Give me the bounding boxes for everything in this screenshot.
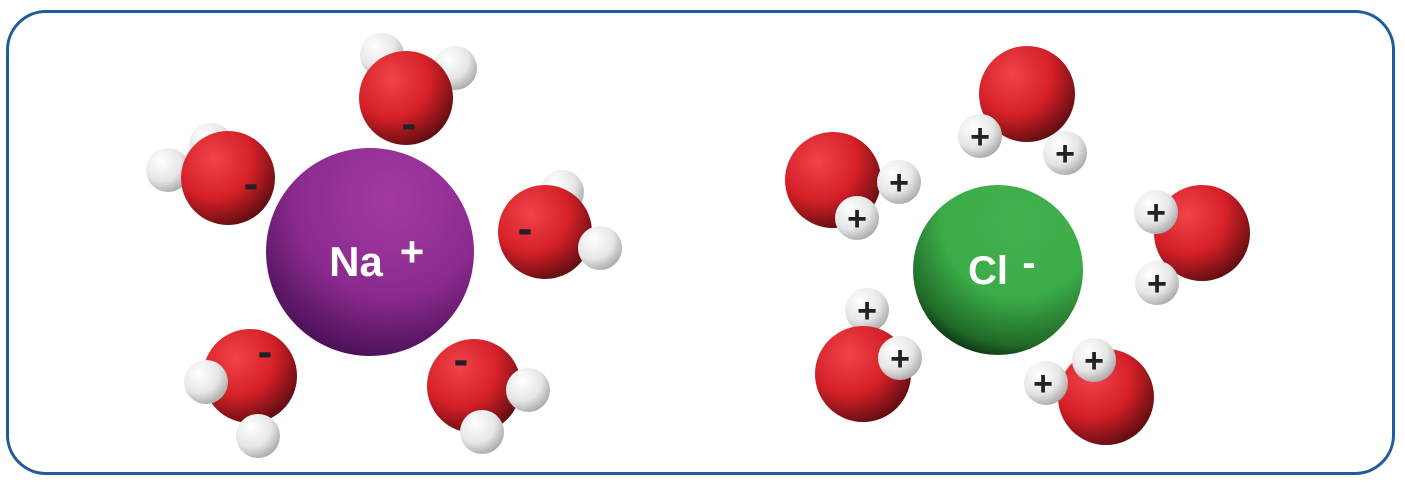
sodium-ion: Na +: [266, 148, 474, 356]
sodium-charge: +: [400, 228, 425, 275]
oxygen-charge: -: [258, 327, 273, 376]
hydrogen-charge: +: [890, 340, 910, 378]
hydrogen-charge: +: [1146, 194, 1166, 232]
hydrogen-charge: +: [847, 200, 867, 238]
water-molecule: -: [427, 335, 550, 454]
oxygen-charge: -: [244, 159, 259, 208]
water-molecule: + +: [815, 288, 922, 422]
oxygen-atom: [181, 131, 275, 225]
hydrogen-charge: +: [1055, 135, 1075, 173]
hydrogen-atom: [845, 288, 889, 332]
oxygen-charge: -: [518, 204, 533, 253]
hydrogen-atom: [1134, 190, 1178, 234]
water-molecule: + +: [1024, 338, 1154, 445]
hydrogen-charge: +: [857, 292, 877, 330]
water-molecule: + +: [1134, 185, 1250, 305]
hydrogen-charge: +: [1033, 365, 1053, 403]
hydrogen-charge: +: [889, 164, 909, 202]
hydrogen-atom: [460, 410, 504, 454]
hydrogen-charge: +: [970, 118, 990, 156]
chloride-charge: -: [1022, 241, 1035, 285]
hydrogen-atom: [146, 148, 190, 192]
water-molecule: -: [498, 170, 622, 279]
chloride-shell: + + + + + + + +: [785, 46, 1250, 445]
oxygen-charge: -: [402, 99, 417, 148]
hydrogen-atom: [506, 368, 550, 412]
hydrogen-atom: [958, 114, 1002, 158]
oxygen-atom: [203, 329, 297, 423]
water-molecule: -: [146, 123, 275, 225]
hydrogen-atom: [1072, 338, 1116, 382]
chloride-sphere: [913, 185, 1083, 355]
oxygen-atom: [979, 46, 1075, 142]
chloride-symbol: Cl: [968, 249, 1008, 293]
hydrogen-atom: [877, 160, 921, 204]
hydrogen-atom: [236, 414, 280, 458]
oxygen-atom: [498, 185, 592, 279]
hydrogen-atom: [578, 226, 622, 270]
hydrogen-atom: [1043, 131, 1087, 175]
sodium-sphere: [266, 148, 474, 356]
oxygen-charge: -: [454, 335, 469, 384]
water-molecule: -: [184, 327, 297, 458]
oxygen-atom: [1154, 185, 1250, 281]
sodium-shell: - - - - -: [146, 33, 622, 458]
oxygen-atom: [427, 339, 521, 433]
hydrogen-atom: [184, 360, 228, 404]
chloride-ion: Cl -: [913, 185, 1083, 355]
water-molecule: + +: [958, 46, 1087, 175]
hydrogen-atom: [1024, 361, 1068, 405]
hydrogen-atom: [878, 336, 922, 380]
hydrogen-atom: [1135, 261, 1179, 305]
oxygen-atom: [359, 51, 453, 145]
sodium-symbol: Na: [329, 238, 383, 285]
hydrogen-charge: +: [1147, 265, 1167, 303]
water-molecule: + +: [785, 132, 921, 240]
hydrogen-charge: +: [1084, 342, 1104, 380]
hydrogen-atom: [835, 196, 879, 240]
water-molecule: -: [359, 33, 477, 148]
